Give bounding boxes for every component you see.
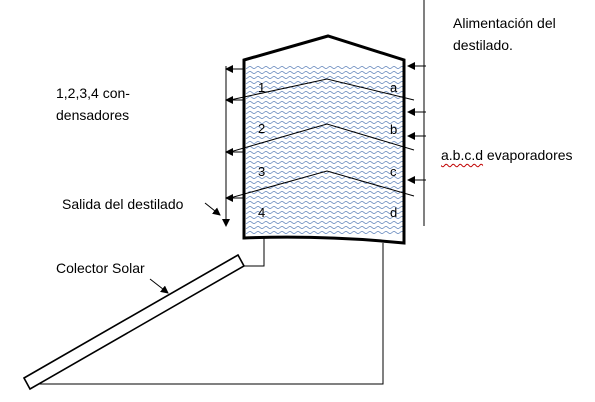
stage-letter-d: d: [390, 205, 397, 220]
evaporators-label: a.b.c.d evaporadores: [441, 144, 573, 166]
condenser-plate-1: [229, 78, 415, 101]
water-fill: [246, 64, 404, 236]
outlet-label-arrow: [204, 202, 221, 216]
condensers-label: 1,2,3,4 con- densadores: [56, 82, 130, 126]
evaporators-word: evaporadores: [483, 147, 573, 163]
pipe-still-to-collector: [244, 238, 265, 267]
collector-label-arrow: [149, 278, 169, 294]
feed-label: Alimentación del destilado.: [453, 12, 556, 56]
solar-collector: [22, 253, 246, 391]
distillate-outlet-label: Salida del destilado: [62, 196, 184, 212]
condensers-label-line-2: densadores: [56, 107, 130, 123]
stage-number-1: 1: [258, 80, 265, 95]
feed-label-line-1: Alimentación del: [453, 15, 556, 31]
condensers-label-line-1: 1,2,3,4 con-: [56, 85, 130, 101]
condenser-plate-3: [229, 170, 415, 199]
stage-letter-a: a: [390, 80, 398, 95]
still-body: [242, 34, 406, 245]
stage-letter-c: c: [390, 164, 397, 179]
evaporators-letters: a.b.c.d: [441, 147, 484, 163]
feed-label-line-2: destilado.: [453, 37, 513, 53]
condenser-plate-2: [229, 123, 415, 153]
stage-number-2: 2: [258, 121, 265, 136]
stage-number-3: 3: [258, 164, 265, 179]
solar-collector-label: Colector Solar: [56, 260, 145, 276]
pipe-collector-return: [35, 243, 384, 385]
stage-number-4: 4: [258, 205, 265, 220]
stage-letter-b: b: [390, 122, 397, 137]
